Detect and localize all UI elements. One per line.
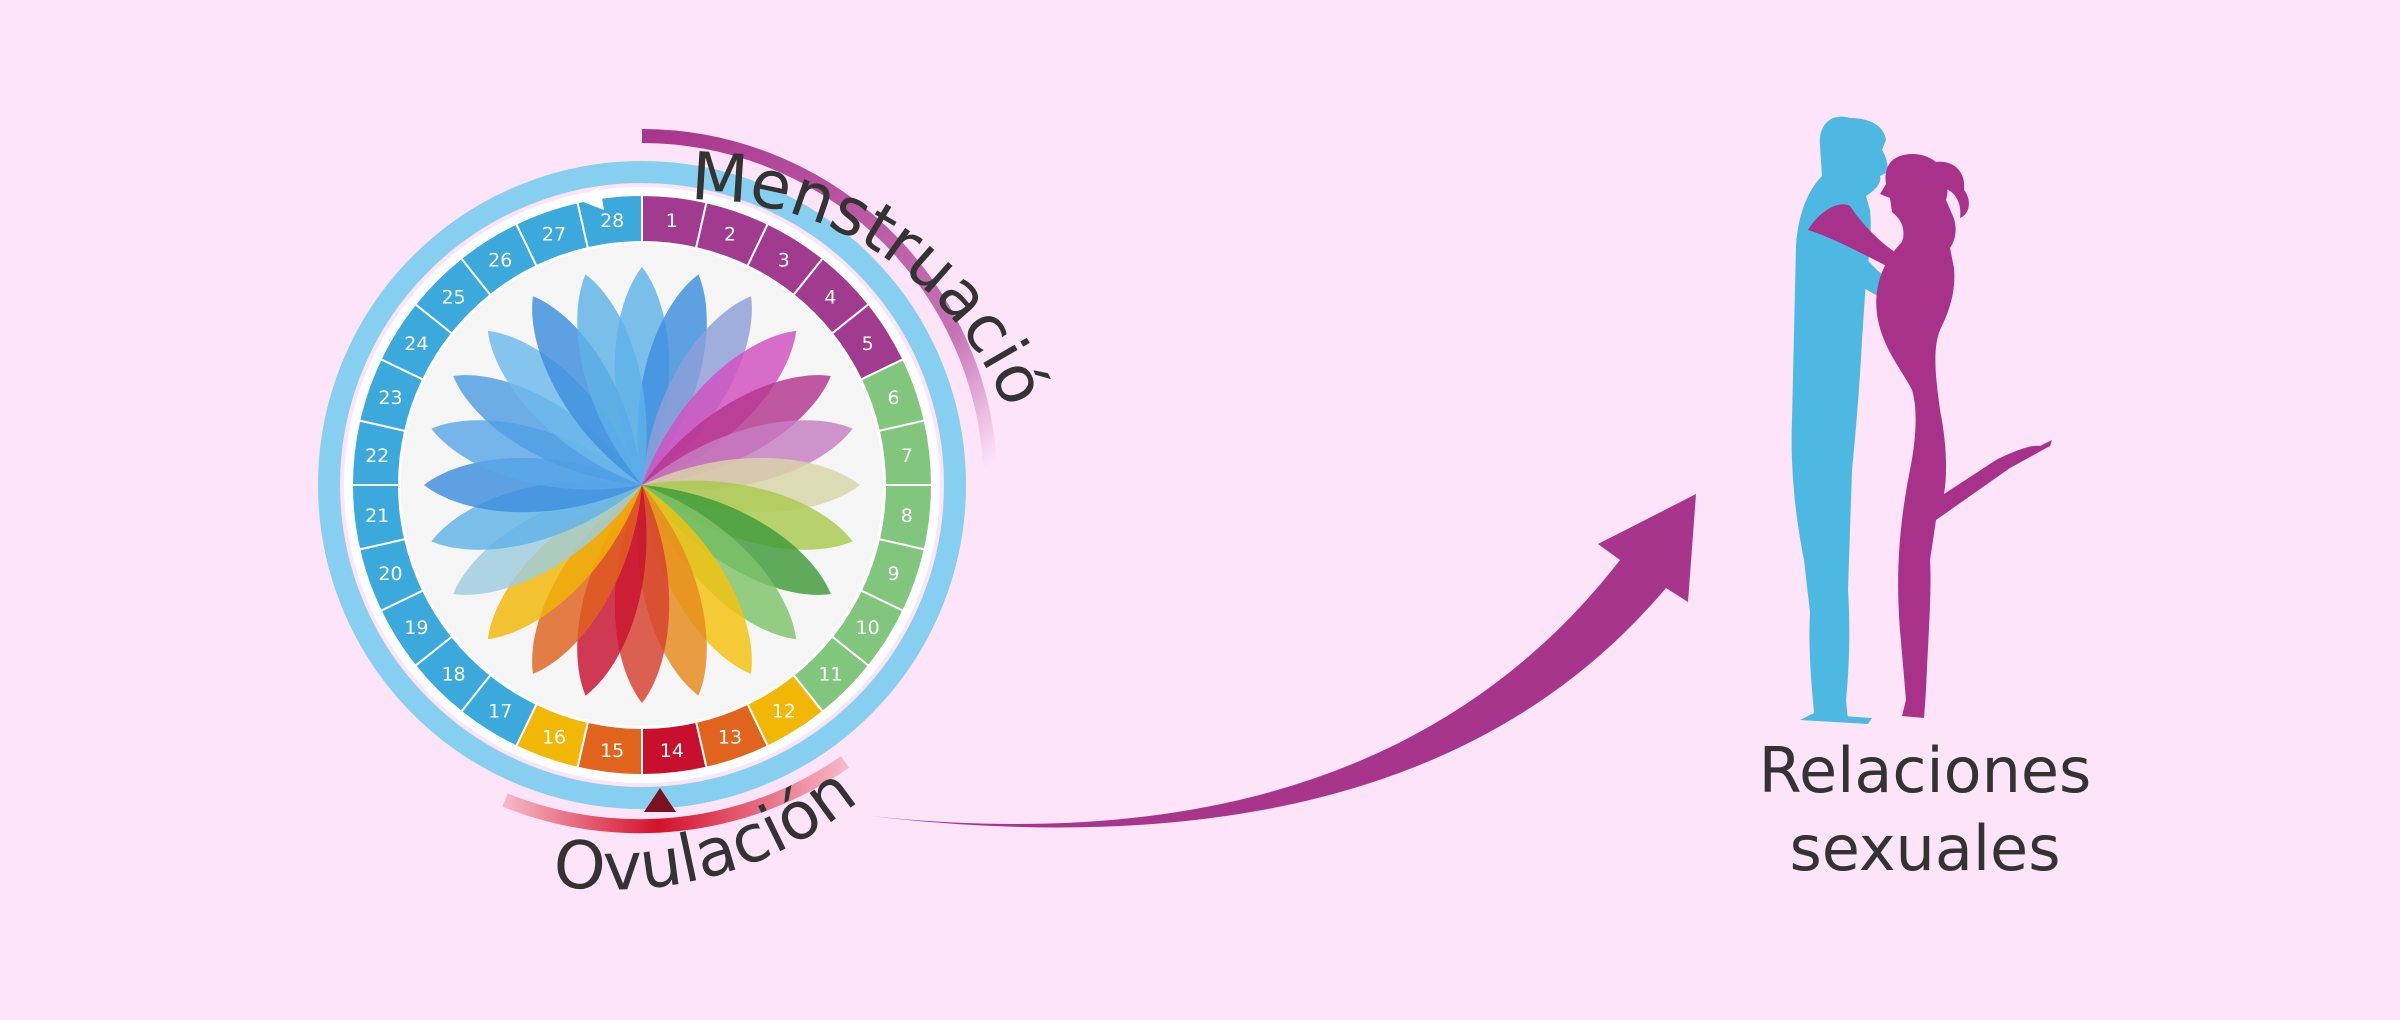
menstruation-arc bbox=[641, 129, 997, 466]
day-number: 28 bbox=[600, 210, 624, 232]
day-number: 23 bbox=[378, 387, 402, 409]
day-segments: 1234567891011121314151617181920212223242… bbox=[350, 193, 934, 777]
day-number: 21 bbox=[365, 505, 389, 527]
intercourse-caption: Relaciones sexuales bbox=[1640, 732, 2210, 888]
day-number: 18 bbox=[441, 663, 465, 685]
day-number: 11 bbox=[818, 663, 842, 685]
day-number: 16 bbox=[542, 727, 566, 749]
day-number: 13 bbox=[718, 727, 742, 749]
intercourse-caption-line1: Relaciones bbox=[1758, 734, 2092, 807]
cycle-direction-arrow-icon bbox=[578, 186, 604, 210]
ovulation-marker-icon bbox=[644, 788, 676, 812]
day-number: 12 bbox=[772, 701, 796, 723]
day-number: 22 bbox=[365, 445, 389, 467]
day-number: 7 bbox=[901, 445, 913, 467]
day-number: 26 bbox=[488, 249, 512, 271]
day-number: 17 bbox=[488, 701, 512, 723]
ovulation-arc bbox=[502, 756, 849, 834]
day-number: 20 bbox=[378, 563, 402, 585]
day-number: 4 bbox=[824, 287, 836, 309]
day-number: 27 bbox=[542, 223, 566, 245]
day-number: 25 bbox=[441, 287, 465, 309]
flower-petal bbox=[577, 274, 647, 485]
intercourse-caption-line2: sexuales bbox=[1789, 812, 2061, 885]
day-number: 5 bbox=[862, 333, 874, 355]
day-number: 1 bbox=[666, 210, 678, 232]
couple-silhouette-icon bbox=[1791, 116, 2052, 724]
day-number: 6 bbox=[887, 387, 899, 409]
color-flower bbox=[424, 267, 860, 703]
cause-arrow bbox=[870, 494, 1696, 828]
day-number: 3 bbox=[778, 249, 790, 271]
day-number: 8 bbox=[901, 505, 913, 527]
day-number: 10 bbox=[856, 617, 880, 639]
day-number: 14 bbox=[660, 740, 684, 762]
day-number: 24 bbox=[404, 333, 428, 355]
day-number: 19 bbox=[404, 617, 428, 639]
day-number: 15 bbox=[600, 740, 624, 762]
day-number: 9 bbox=[887, 563, 899, 585]
day-number: 2 bbox=[724, 223, 736, 245]
outer-cycle-ring bbox=[318, 161, 966, 809]
